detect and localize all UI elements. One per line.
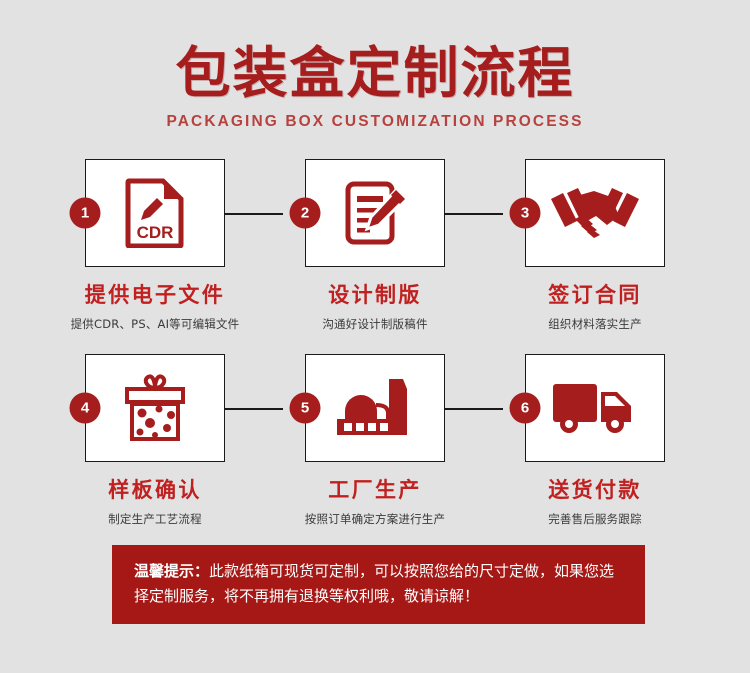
factory-icon xyxy=(331,375,419,441)
step-1-caption: 提供CDR、PS、AI等可编辑文件 xyxy=(70,317,240,332)
step-5-caption: 按照订单确定方案进行生产 xyxy=(304,512,446,527)
step-5-number-badge: 5 xyxy=(289,392,321,424)
delivery-truck-icon xyxy=(549,378,641,438)
step-1: CDR 1 提供电子文件 提供CDR、PS、AI等可编辑文件 xyxy=(45,159,283,332)
step-2: 2 设计制版 沟通好设计制版稿件 xyxy=(265,159,503,332)
step-6: 6 送货付款 完善售后服务跟踪 xyxy=(485,354,705,527)
step-5-icon-box xyxy=(305,354,445,463)
step-4-icon-box xyxy=(85,354,225,463)
page-header: 包装盒定制流程 PACKAGING BOX CUSTOMIZATION PROC… xyxy=(0,0,750,131)
step-1-number-badge: 1 xyxy=(69,197,101,229)
step-6-caption: 完善售后服务跟踪 xyxy=(548,512,642,527)
step-6-icon-box xyxy=(525,354,665,463)
step-3-number-badge: 3 xyxy=(509,197,541,229)
step-4-caption: 制定生产工艺流程 xyxy=(108,512,202,527)
notice-banner: 温馨提示：此款纸箱可现货可定制，可以按照您给的尺寸定做，如果您选择定制服务，将不… xyxy=(112,545,645,624)
notice-lead-label: 温馨提示： xyxy=(134,562,210,580)
step-4-title: 样板确认 xyxy=(108,478,202,503)
step-2-connector-line xyxy=(445,213,503,215)
step-6-number-badge: 6 xyxy=(509,392,541,424)
svg-text:CDR: CDR xyxy=(137,223,174,242)
step-5: 5 工厂生产 按照订单确定方案进行生产 xyxy=(265,354,503,527)
step-4: 4 样板确认 制定生产工艺流程 xyxy=(45,354,283,527)
cdr-file-icon: CDR xyxy=(124,178,186,249)
step-6-title: 送货付款 xyxy=(548,478,642,503)
step-3-icon-box xyxy=(525,159,665,268)
step-2-title: 设计制版 xyxy=(328,283,422,308)
handshake-icon xyxy=(547,183,643,243)
page-title: 包装盒定制流程 xyxy=(175,41,575,105)
step-4-connector-line xyxy=(225,408,283,410)
step-3-title: 签订合同 xyxy=(548,283,642,308)
step-3-caption: 组织材料落实生产 xyxy=(548,317,642,332)
step-5-title: 工厂生产 xyxy=(328,478,422,503)
page-subtitle: PACKAGING BOX CUSTOMIZATION PROCESS xyxy=(166,113,584,131)
step-1-icon-box: CDR xyxy=(85,159,225,268)
step-3: 3 签订合同 组织材料落实生产 xyxy=(485,159,705,332)
step-4-number-badge: 4 xyxy=(69,392,101,424)
notice-text: 此款纸箱可现货可定制，可以按照您给的尺寸定做，如果您选择定制服务，将不再拥有退换… xyxy=(134,562,615,605)
step-1-title: 提供电子文件 xyxy=(84,283,226,308)
step-2-caption: 沟通好设计制版稿件 xyxy=(322,317,428,332)
step-5-connector-line xyxy=(445,408,503,410)
step-2-icon-box xyxy=(305,159,445,268)
step-1-connector-line xyxy=(225,213,283,215)
step-2-number-badge: 2 xyxy=(289,197,321,229)
gift-box-icon xyxy=(117,370,193,446)
process-steps-grid: CDR 1 提供电子文件 提供CDR、PS、AI等可编辑文件 xyxy=(45,159,705,527)
document-pencil-icon xyxy=(342,178,408,248)
